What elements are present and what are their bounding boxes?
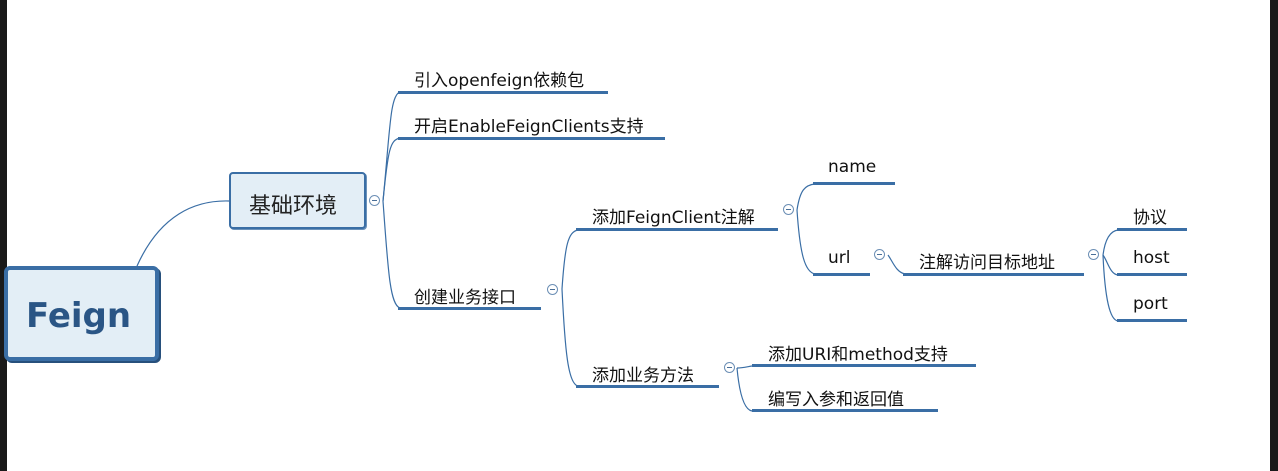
topic-name[interactable]: name xyxy=(828,157,877,177)
underline-params-return xyxy=(752,409,938,412)
underline-feign-client-annotation xyxy=(576,228,778,231)
underline-port xyxy=(1117,319,1187,322)
topic-add-method[interactable]: 添加业务方法 xyxy=(592,366,694,386)
topic-feign-client-annotation[interactable]: 添加FeignClient注解 xyxy=(592,208,755,228)
topic-host[interactable]: host xyxy=(1133,248,1170,268)
link-root-main xyxy=(136,200,230,267)
underline-url xyxy=(813,273,870,276)
link-method-params xyxy=(736,367,753,412)
topic-enable-feign-clients[interactable]: 开启EnableFeignClients支持 xyxy=(414,117,644,137)
underline-name xyxy=(813,182,895,185)
link-main-enable xyxy=(382,137,401,202)
link-main-interface xyxy=(382,200,401,309)
topic-openfeign-dependency[interactable]: 引入openfeign依赖包 xyxy=(414,71,585,91)
collapse-main-icon[interactable] xyxy=(369,195,380,206)
topic-params-return[interactable]: 编写入参和返回值 xyxy=(768,390,904,410)
link-iface-annotation xyxy=(561,229,579,290)
main-topic-label: 基础环境 xyxy=(249,194,338,219)
link-target-host xyxy=(1102,254,1119,276)
link-iface-method xyxy=(561,288,579,387)
collapse-method-icon[interactable] xyxy=(724,362,735,373)
link-target-port xyxy=(1102,254,1119,322)
collapse-interface-icon[interactable] xyxy=(547,284,558,295)
topic-target-address[interactable]: 注解访问目标地址 xyxy=(919,253,1055,273)
link-ann-url xyxy=(796,209,816,275)
link-method-uri xyxy=(736,365,753,369)
topic-protocol[interactable]: 协议 xyxy=(1133,208,1167,228)
window-left-edge xyxy=(0,0,7,471)
window-right-edge xyxy=(1270,0,1278,471)
topic-uri-method-support[interactable]: 添加URI和method支持 xyxy=(768,345,948,365)
link-ann-name xyxy=(796,183,816,211)
underline-target-address xyxy=(903,273,1084,276)
underline-protocol xyxy=(1117,228,1187,231)
link-target-protocol xyxy=(1102,229,1119,256)
underline-uri-method-support xyxy=(752,364,976,367)
topic-create-interface[interactable]: 创建业务接口 xyxy=(414,288,516,308)
collapse-url-icon[interactable] xyxy=(874,249,885,260)
underline-openfeign-dependency xyxy=(398,91,608,94)
link-url-target xyxy=(887,254,906,275)
root-label: Feign xyxy=(26,296,132,336)
topic-url[interactable]: url xyxy=(828,248,851,268)
underline-add-method xyxy=(576,385,719,388)
root-node[interactable]: Feign xyxy=(4,266,159,361)
underline-enable-feign-clients xyxy=(398,137,665,140)
main-topic-node[interactable]: 基础环境 xyxy=(229,172,366,229)
underline-create-interface xyxy=(398,307,541,310)
underline-host xyxy=(1117,273,1187,276)
collapse-target-icon[interactable] xyxy=(1088,249,1099,260)
collapse-annotation-icon[interactable] xyxy=(783,204,794,215)
topic-port[interactable]: port xyxy=(1133,294,1168,314)
